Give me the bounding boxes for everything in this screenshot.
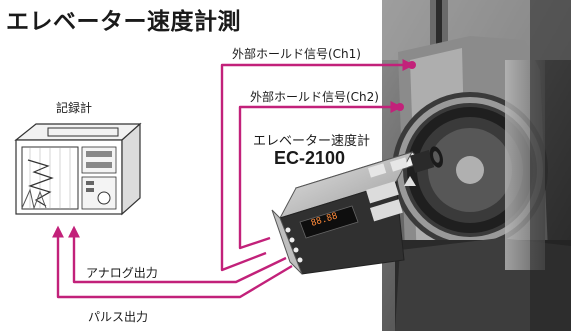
recorder-label: 記録計 xyxy=(56,101,93,115)
analog-output-line xyxy=(68,225,287,284)
recorder-illustration xyxy=(14,122,142,216)
pulse-output-label: パルス出力 xyxy=(88,310,149,324)
page-title: エレベーター速度計測 xyxy=(6,9,241,35)
ext-hold-ch2-line xyxy=(238,101,403,250)
pulse-output-line xyxy=(52,225,293,299)
device-model-label: EC-2100 xyxy=(274,148,346,168)
analog-output-label: アナログ出力 xyxy=(86,266,158,280)
ext-hold-ch1-line xyxy=(220,59,415,272)
signal-lines xyxy=(52,59,415,299)
ext-hold-ch2-label: 外部ホールド信号(Ch2) xyxy=(250,90,379,104)
ext-hold-ch1-endpoint xyxy=(408,61,416,69)
speed-meter-device: 88.88 xyxy=(271,146,443,275)
ext-hold-ch2-endpoint xyxy=(396,103,404,111)
device-name-label: エレベーター速度計 xyxy=(253,134,371,149)
elevator-machine-photo xyxy=(382,0,571,331)
ext-hold-ch1-label: 外部ホールド信号(Ch1) xyxy=(232,47,361,61)
